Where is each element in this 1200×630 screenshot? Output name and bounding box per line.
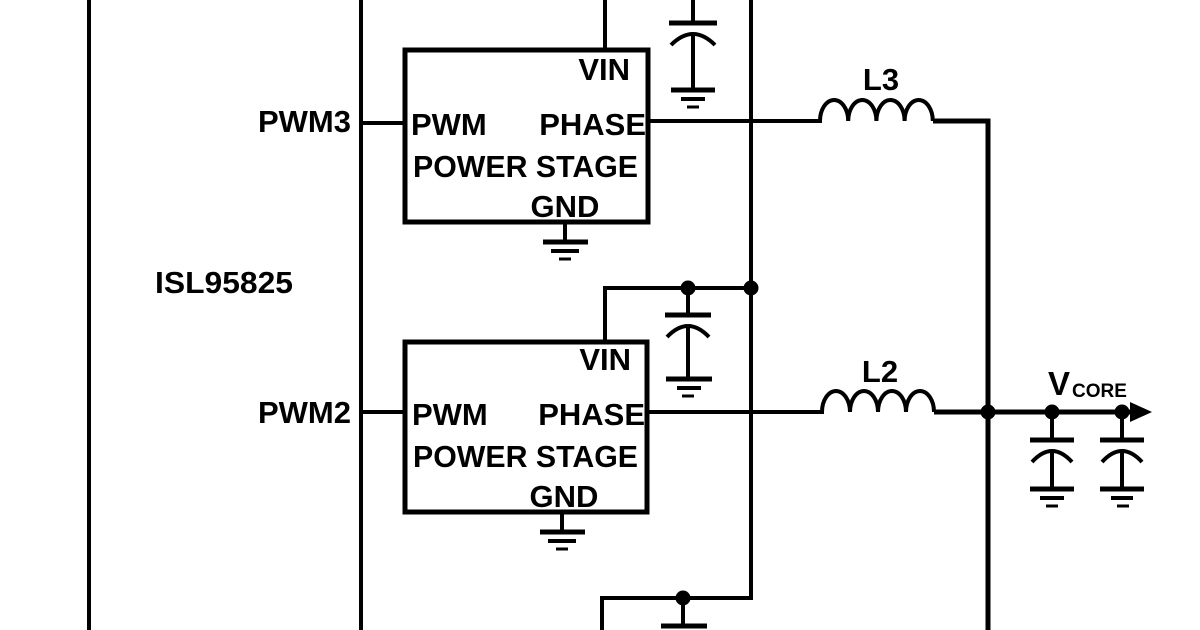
power-stage-2-gnd-pin: GND — [530, 479, 599, 514]
power-stage-1-gnd-pin: GND — [531, 189, 600, 224]
junction-dot — [980, 404, 996, 420]
vin-capacitor-1-icon — [669, 0, 717, 109]
phase-net-2: L2 — [647, 354, 936, 414]
power-stage-1-box — [402, 47, 651, 225]
power-stage-2-title: POWER STAGE — [413, 439, 638, 474]
power-stage-2: VIN PWM PHASE POWER STAGE GND — [402, 339, 650, 551]
vin-branch-2 — [603, 280, 759, 342]
vin-branch-wire — [603, 286, 751, 342]
power-stage-2-box — [402, 339, 650, 515]
pwm2-net: PWM2 — [258, 395, 405, 430]
vcore-subscript: CORE — [1072, 381, 1127, 402]
ground-symbol-icon — [543, 222, 588, 261]
ground-symbol-icon — [540, 512, 585, 551]
power-stage-1: VIN PWM PHASE POWER STAGE GND — [402, 47, 651, 261]
arrow-icon — [1130, 402, 1152, 422]
pwm3-net: PWM3 — [258, 104, 405, 139]
vcore-rail — [933, 118, 991, 630]
power-stage-1-phase-pin: PHASE — [539, 107, 646, 142]
junction-dot — [743, 280, 759, 296]
inductor-l3-icon — [648, 98, 935, 123]
vcore-capacitor-1-icon — [1030, 412, 1074, 508]
power-stage-1-pwm-pin: PWM — [411, 107, 487, 142]
power-stage-2-pwm-pin: PWM — [412, 397, 488, 432]
power-stage-1-title: POWER STAGE — [413, 149, 638, 184]
controller-name: ISL95825 — [155, 265, 293, 300]
inductor-l3-label: L3 — [863, 62, 899, 97]
inductor-l2-icon — [647, 389, 936, 414]
controller-chip: ISL95825 — [87, 0, 363, 630]
power-stage-1-vin-pin: VIN — [578, 52, 630, 87]
vin-capacitor-3-icon — [661, 590, 707, 629]
vcore-capacitor-2-icon — [1100, 412, 1144, 508]
power-stage-2-vin-pin: VIN — [579, 342, 631, 377]
vin-capacitor-2-icon — [665, 288, 712, 398]
phase-net-3: L3 — [648, 62, 935, 123]
pwm3-label: PWM3 — [258, 104, 351, 139]
vcore-net: V CORE — [933, 118, 1152, 630]
vcore-label: V — [1048, 365, 1070, 402]
power-stage-2-phase-pin: PHASE — [538, 397, 645, 432]
pwm2-label: PWM2 — [258, 395, 351, 430]
inductor-l2-label: L2 — [862, 354, 898, 389]
